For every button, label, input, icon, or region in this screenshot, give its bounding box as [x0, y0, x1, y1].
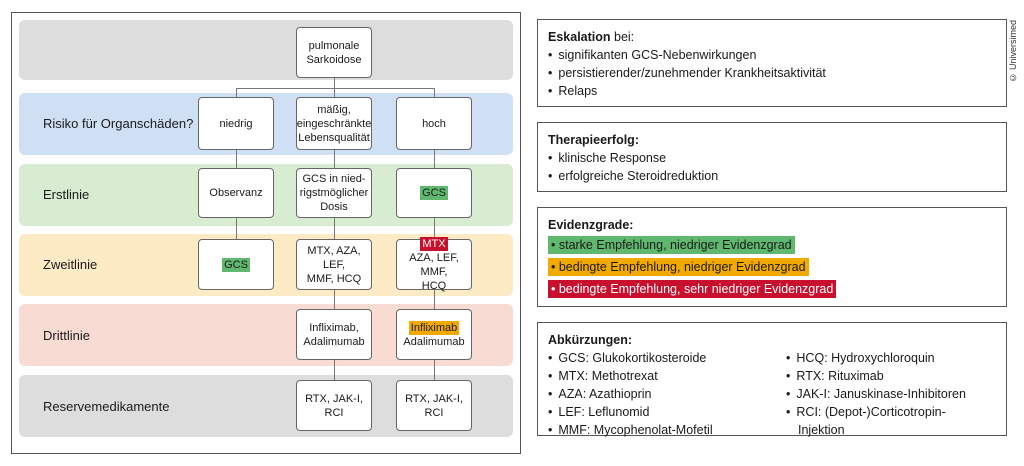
node-second-low: GCS [198, 239, 274, 290]
node-third-mid: Infliximab, Adalimumab [296, 309, 372, 360]
escalation-panel: Eskalation bei: signifikanten GCS-Nebenw… [537, 19, 1007, 107]
connector-line [236, 88, 237, 97]
node-first-mid: GCS in nied- rigstmöglicher Dosis [296, 168, 372, 218]
node-reserve-high: RTX, JAK-I, RCI [396, 380, 472, 431]
connector-line [334, 88, 335, 97]
band-label-reserve: Reservemedikamente [43, 399, 170, 414]
node-second-mid: MTX, AZA, LEF, MMF, HCQ [296, 239, 372, 290]
node-third-high: Infliximab Adalimumab [396, 309, 472, 360]
node-risk-high: hoch [396, 97, 472, 150]
list-item: JAK-I: Januskinase-Inhibitoren [786, 385, 966, 403]
node-risk-mid: mäßig, eingeschränkte Lebensqualität [296, 97, 372, 150]
copyright-text: © Universimed [1008, 20, 1018, 83]
connector-line [434, 150, 435, 168]
escalation-title: Eskalation [548, 30, 611, 44]
evidence-strong-label: • starke Empfehlung, niedriger Evidenzgr… [548, 236, 795, 254]
list-item: MMF: Mycophenolat-Mofetil [548, 421, 786, 439]
list-item: AZA: Azathioprin [548, 385, 786, 403]
connector-line [434, 360, 435, 380]
abbreviations-left-column: GCS: Glukokortikosteroide MTX: Methotrex… [548, 349, 786, 439]
connector-line [434, 88, 435, 97]
list-item: HCQ: Hydroxychloroquin [786, 349, 966, 367]
node-reserve-mid: RTX, JAK-I, RCI [296, 380, 372, 431]
list-item: GCS: Glukokortikosteroide [548, 349, 786, 367]
list-item: Relaps [548, 82, 996, 100]
evidence-conditional-label: • bedingte Empfehlung, niedriger Evidenz… [548, 258, 809, 276]
connector-line [334, 290, 335, 309]
abbreviations-right-column: HCQ: Hydroxychloroquin RTX: Rituximab JA… [786, 349, 966, 439]
list-item: LEF: Leflunomid [548, 403, 786, 421]
list-item: erfolgreiche Steroidreduktion [548, 167, 996, 185]
node-second-high: MTX AZA, LEF, MMF, HCQ [396, 236, 472, 292]
list-item: RCI: (Depot-)Corticotropin- [786, 403, 966, 421]
connector-line [334, 78, 335, 88]
connector-line [434, 218, 435, 239]
abbreviations-title: Abkürzungen: [548, 333, 633, 347]
list-item: persistierender/zunehmender Krankheitsak… [548, 64, 996, 82]
band-label-risk: Risiko für Organschäden? [43, 116, 194, 131]
connector-line [334, 150, 335, 168]
node-first-low: Observanz [198, 168, 274, 218]
list-item: RTX: Rituximab [786, 367, 966, 385]
evidence-title: Evidenzgrade: [548, 218, 634, 232]
connector-line [236, 150, 237, 168]
list-item-continuation: Injektion [798, 423, 845, 437]
connector-line [334, 360, 335, 380]
node-risk-low: niedrig [198, 97, 274, 150]
abbreviations-panel: Abkürzungen: GCS: Glukokortikosteroide M… [537, 322, 1007, 439]
success-title: Therapieerfolg: [548, 133, 639, 147]
band-label-third: Drittlinie [43, 328, 90, 343]
evidence-panel: Evidenzgrade: • starke Empfehlung, niedr… [537, 207, 1007, 307]
node-first-high: GCS [396, 168, 472, 218]
band-label-second: Zweitlinie [43, 257, 98, 272]
connector-line [236, 218, 237, 239]
list-item: klinische Response [548, 149, 996, 167]
list-item: MTX: Methotrexat [548, 367, 786, 385]
band-label-first: Erstlinie [43, 187, 90, 202]
success-panel: Therapieerfolg: klinische Response erfol… [537, 122, 1007, 192]
connector-line [434, 290, 435, 309]
list-item: signifikanten GCS-Nebenwirkungen [548, 46, 996, 64]
connector-line [236, 88, 434, 89]
evidence-conditional-verylow-label: • bedingte Empfehlung, sehr niedriger Ev… [548, 280, 837, 298]
band-top [19, 20, 513, 80]
node-root: pulmonale Sarkoidose [296, 27, 372, 78]
connector-line [334, 218, 335, 239]
